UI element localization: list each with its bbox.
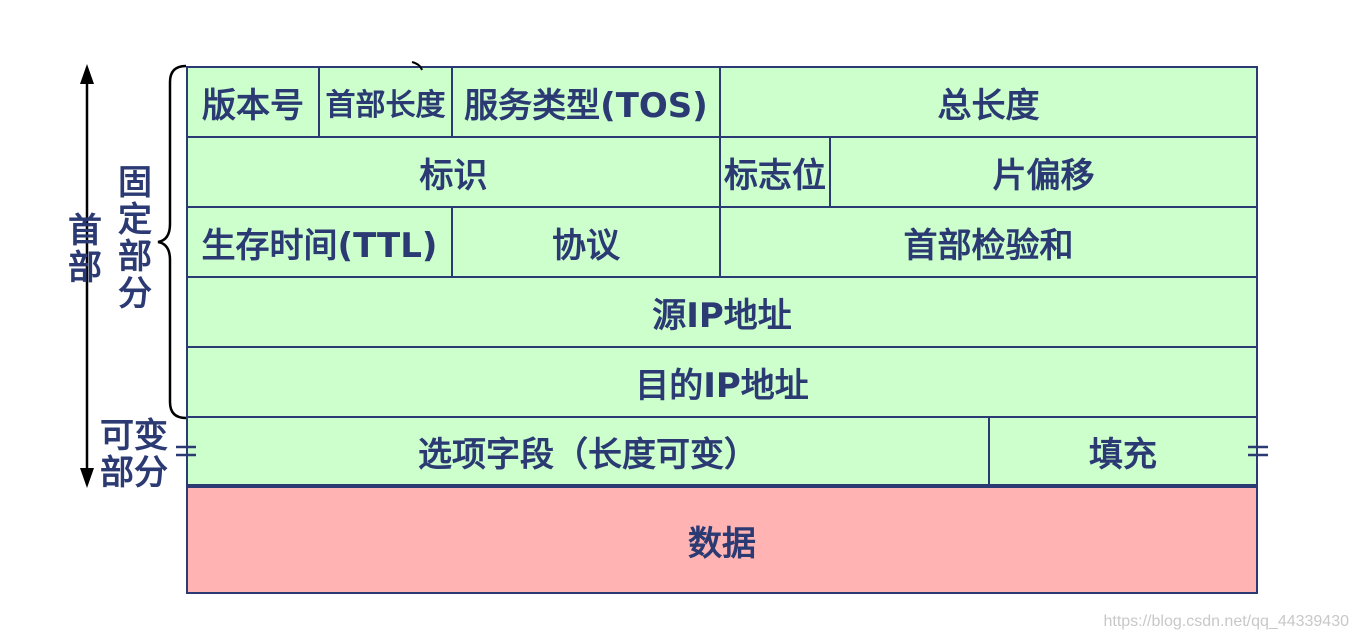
field-flags-label: 标志位 [724, 155, 826, 196]
field-version-label: 版本号 [202, 85, 304, 126]
top-brace-tick [411, 61, 423, 71]
field-total-length: 总长度 [719, 66, 1258, 138]
field-destination-ip-label: 目的IP地址 [635, 365, 809, 406]
fixed-part-label: 固 定 部 分 [118, 163, 152, 314]
field-identification: 标识 [186, 136, 721, 208]
field-version: 版本号 [186, 66, 320, 138]
field-total-length-label: 总长度 [937, 85, 1040, 126]
field-protocol-label: 协议 [552, 225, 620, 266]
field-fragment-offset-label: 片偏移 [992, 155, 1095, 196]
field-ttl-label: 生存时间(TTL) [201, 225, 438, 266]
header-arrow-down-head [80, 468, 94, 488]
variable-break-marks [176, 445, 1268, 457]
field-padding: 填充 [988, 416, 1258, 486]
header-arrow-up-head [80, 64, 94, 84]
field-destination-ip: 目的IP地址 [186, 346, 1258, 418]
field-header-checksum: 首部检验和 [719, 206, 1258, 278]
watermark: https://blog.csdn.net/qq_44339430 [1103, 613, 1349, 630]
header-label: 首 部 [68, 211, 102, 288]
field-ttl: 生存时间(TTL) [186, 206, 453, 278]
field-padding-label: 填充 [1089, 434, 1157, 475]
field-header-checksum-label: 首部检验和 [903, 225, 1074, 266]
field-tos-label: 服务类型(TOS) [464, 85, 708, 126]
field-protocol: 协议 [451, 206, 721, 278]
field-data-label: 数据 [688, 523, 756, 564]
field-options-label: 选项字段（长度可变） [418, 434, 758, 475]
fixed-part-brace [157, 64, 187, 420]
field-fragment-offset: 片偏移 [829, 136, 1258, 208]
field-header-length-label: 首部长度 [325, 88, 446, 123]
field-identification-label: 标识 [419, 155, 488, 196]
field-flags: 标志位 [719, 136, 831, 208]
field-data: 数据 [186, 484, 1258, 594]
variable-part-label: 可变 部分 [100, 416, 168, 493]
field-source-ip-label: 源IP地址 [652, 295, 792, 336]
field-tos: 服务类型(TOS) [451, 66, 721, 138]
